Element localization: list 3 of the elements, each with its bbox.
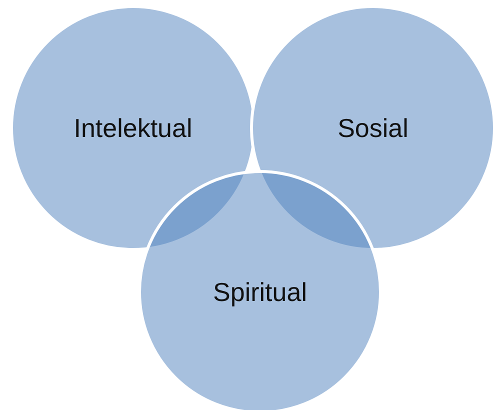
circle-label: Sosial	[338, 112, 408, 144]
circle-label: Intelektual	[74, 112, 192, 144]
circle-label: Spiritual	[213, 276, 307, 308]
